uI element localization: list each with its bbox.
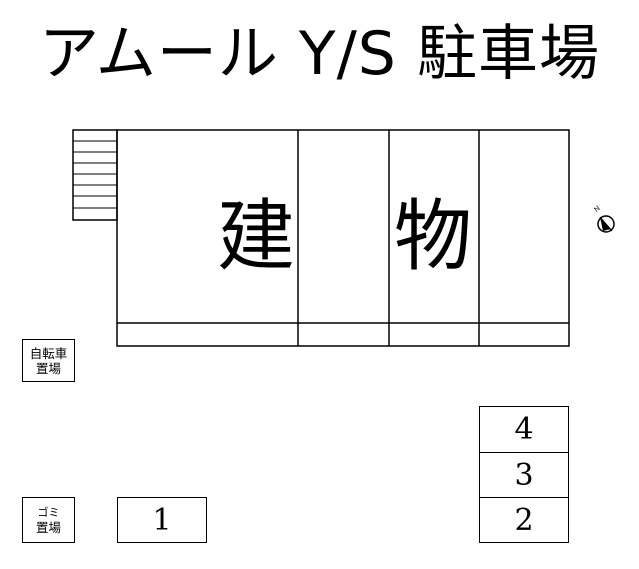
parking-space-3: 3	[479, 452, 569, 498]
staircase	[72, 129, 118, 221]
parking-space-number: 2	[514, 502, 534, 538]
parking-space-4: 4	[479, 406, 569, 453]
building-label-char-2: 物	[394, 192, 473, 282]
building-label-char-1: 建	[217, 192, 296, 282]
bike-parking-label-1: 自転車	[29, 345, 68, 361]
bike-parking-label-2: 置場	[35, 360, 61, 376]
garbage-label-1: ゴミ	[37, 505, 60, 519]
garbage-label-2: 置場	[35, 519, 61, 535]
page-title: アムール Y/S 駐車場	[39, 19, 600, 89]
compass-label: N	[593, 205, 601, 214]
garbage-area: ゴミ 置場	[22, 497, 75, 543]
parking-space-2: 2	[479, 497, 569, 543]
building-outline	[116, 129, 570, 347]
parking-space-number: 1	[152, 502, 172, 538]
north-arrow-icon: N	[593, 205, 615, 233]
bike-parking-area: 自転車 置場	[22, 339, 75, 382]
parking-space-number: 3	[514, 457, 534, 493]
parking-space-1: 1	[117, 497, 207, 543]
parking-space-number: 4	[514, 412, 534, 447]
